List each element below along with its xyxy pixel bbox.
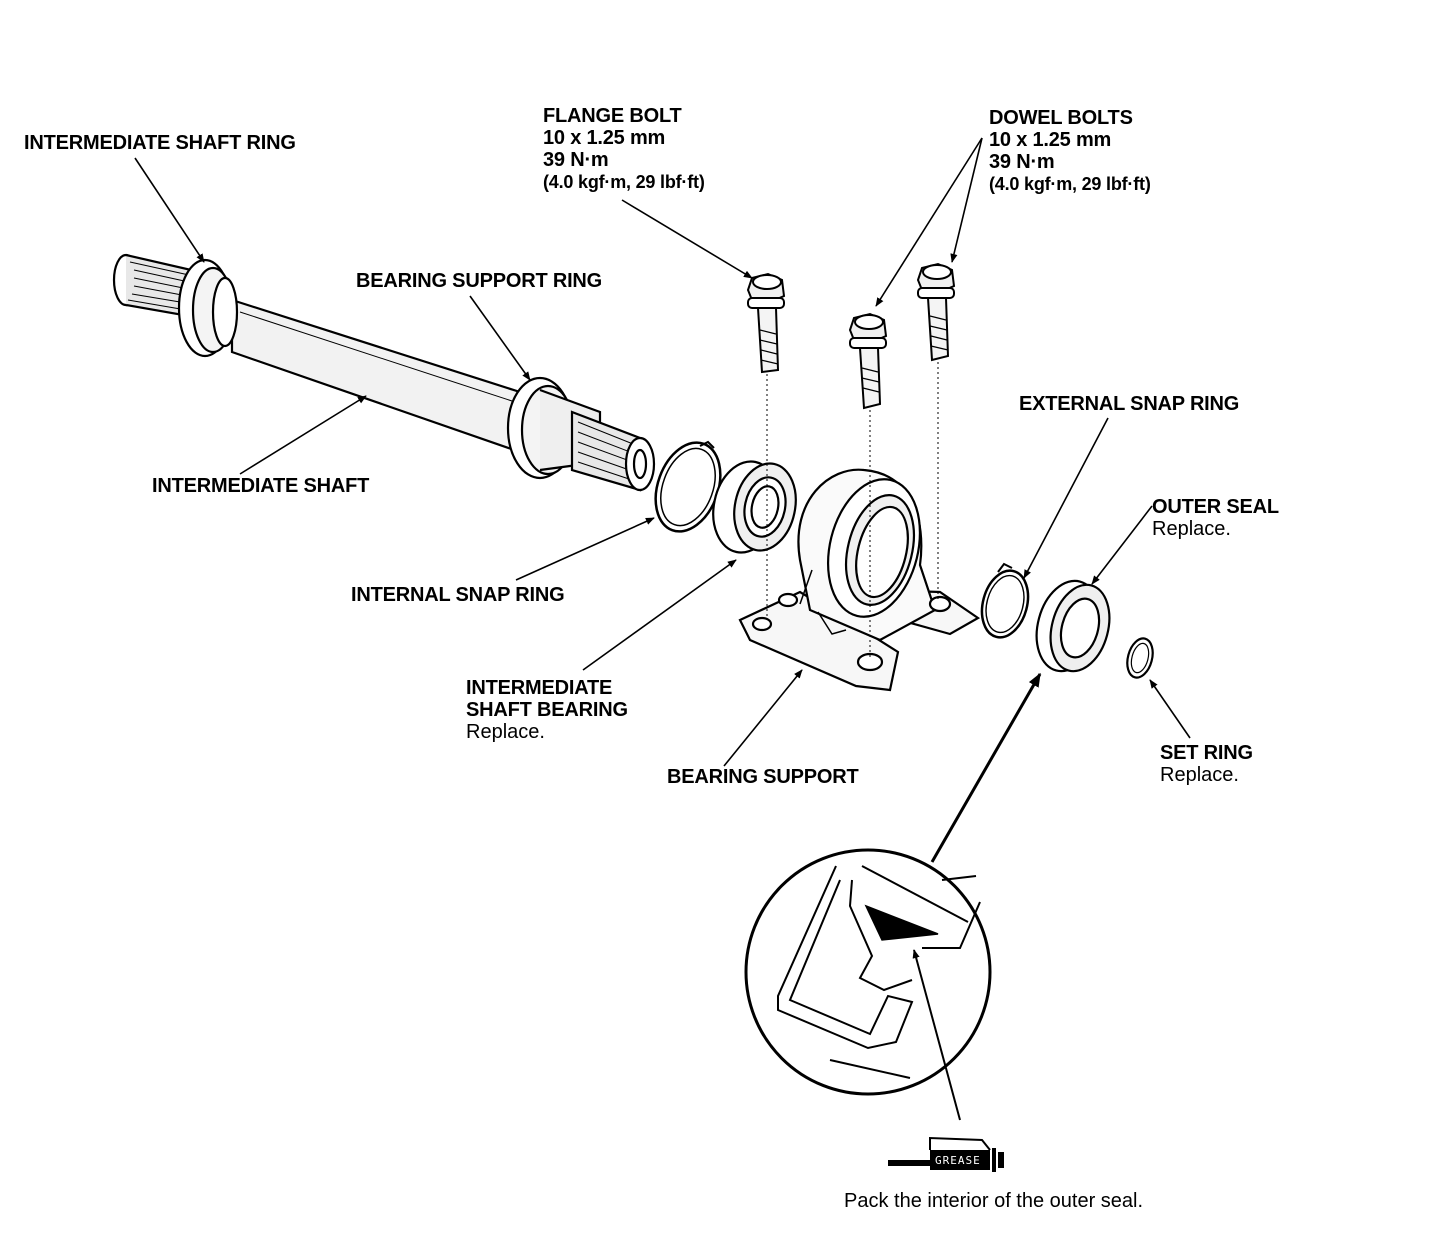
bearing-support bbox=[738, 468, 981, 692]
detail-view bbox=[744, 672, 1042, 1121]
flange-bolt bbox=[746, 272, 786, 374]
label-dowel-bolts: DOWEL BOLTS 10 x 1.25 mm 39 N·m (4.0 kgf… bbox=[989, 107, 1151, 194]
grease-instruction: Pack the interior of the outer seal. bbox=[844, 1190, 1144, 1212]
set-ring bbox=[1126, 637, 1154, 679]
label-bearing-support-ring: BEARING SUPPORT RING bbox=[356, 270, 603, 292]
label-intermediate-shaft-ring: INTERMEDIATE SHAFT RING bbox=[24, 132, 296, 154]
outer-seal bbox=[1035, 579, 1111, 673]
label-outer-seal: OUTER SEAL Replace. bbox=[1152, 496, 1279, 540]
grease-gun-icon: GREASE bbox=[888, 1136, 1004, 1172]
label-intermediate-shaft: INTERMEDIATE SHAFT bbox=[152, 475, 370, 497]
label-internal-snap-ring: INTERNAL SNAP RING bbox=[351, 584, 565, 606]
dowel-bolt-1 bbox=[848, 312, 888, 410]
grease-icon-label: GREASE bbox=[935, 1154, 981, 1167]
leader-lines bbox=[134, 137, 1191, 767]
label-intermediate-shaft-bearing: INTERMEDIATE SHAFT BEARING Replace. bbox=[466, 677, 628, 743]
intermediate-shaft-bearing bbox=[712, 460, 797, 554]
label-bearing-support: BEARING SUPPORT bbox=[667, 766, 859, 788]
intermediate-shaft bbox=[112, 253, 656, 492]
label-set-ring: SET RING Replace. bbox=[1160, 742, 1253, 786]
label-flange-bolt: FLANGE BOLT 10 x 1.25 mm 39 N·m (4.0 kgf… bbox=[543, 105, 705, 192]
label-external-snap-ring: EXTERNAL SNAP RING bbox=[1019, 393, 1240, 415]
alignment-lines bbox=[766, 362, 939, 660]
dowel-bolt-2 bbox=[916, 262, 956, 362]
external-snap-ring bbox=[980, 562, 1030, 639]
